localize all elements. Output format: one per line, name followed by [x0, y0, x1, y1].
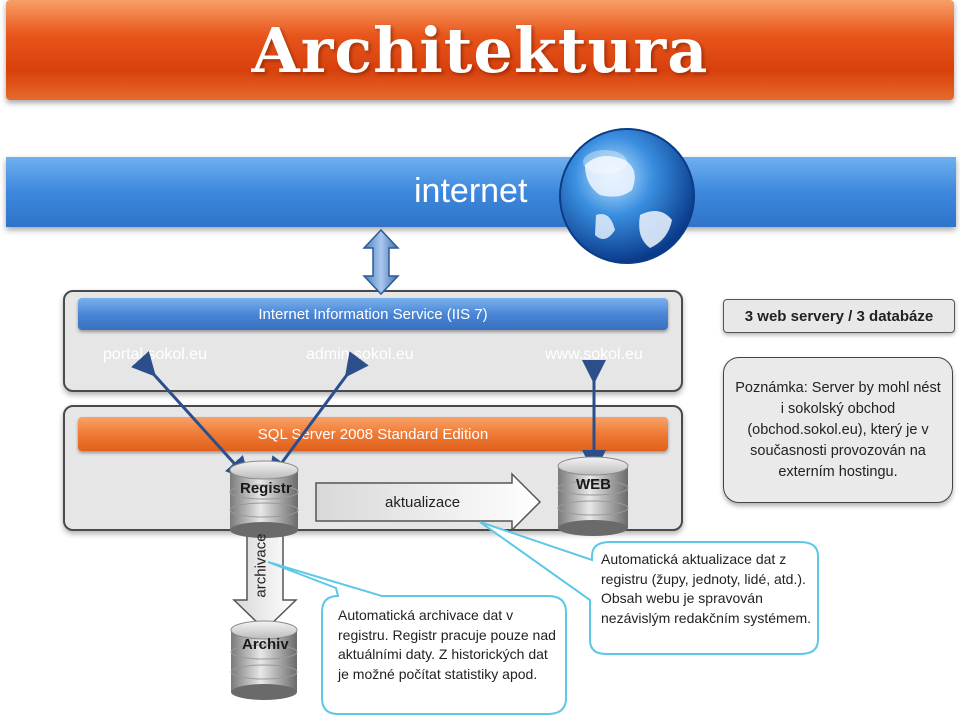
- database-icon: [229, 460, 299, 538]
- double-arrow-icon: [362, 228, 400, 296]
- callout-update-shape: [479, 521, 819, 655]
- internet-bar: [6, 157, 956, 227]
- aktualizace-arrow: [315, 472, 542, 532]
- title-banner: Architektura: [6, 0, 954, 100]
- note-box: Poznámka: Server by mohl nést i sokolský…: [723, 357, 953, 503]
- site-www: www.sokol.eu: [545, 346, 643, 363]
- iis-bar: Internet Information Service (IIS 7): [78, 298, 668, 330]
- web-label: WEB: [576, 476, 611, 493]
- aktualizace-label: aktualizace: [385, 494, 461, 511]
- archivace-arrow: [232, 527, 298, 632]
- archivace-label: archivace: [252, 533, 270, 598]
- database-icon: [557, 456, 629, 536]
- callout-archive-shape: [267, 561, 567, 715]
- note-text: Poznámka: Server by mohl nést i sokolský…: [735, 379, 941, 480]
- registr-label: Registr: [240, 480, 292, 497]
- database-icon: [230, 620, 298, 700]
- info-box: 3 web servery / 3 databáze: [723, 299, 955, 333]
- archiv-label: Archiv: [242, 636, 289, 653]
- iis-bar-label: Internet Information Service (IIS 7): [258, 305, 488, 323]
- callout-update-text: Automatická aktualizace dat z registru (…: [601, 551, 812, 626]
- page-title: Architektura: [251, 13, 709, 87]
- internet-label: internet: [414, 172, 528, 210]
- connector-lines: [131, 351, 606, 482]
- callout-archive-text: Automatická archivace dat v registru. Re…: [338, 607, 556, 682]
- globe-icon: [559, 128, 695, 264]
